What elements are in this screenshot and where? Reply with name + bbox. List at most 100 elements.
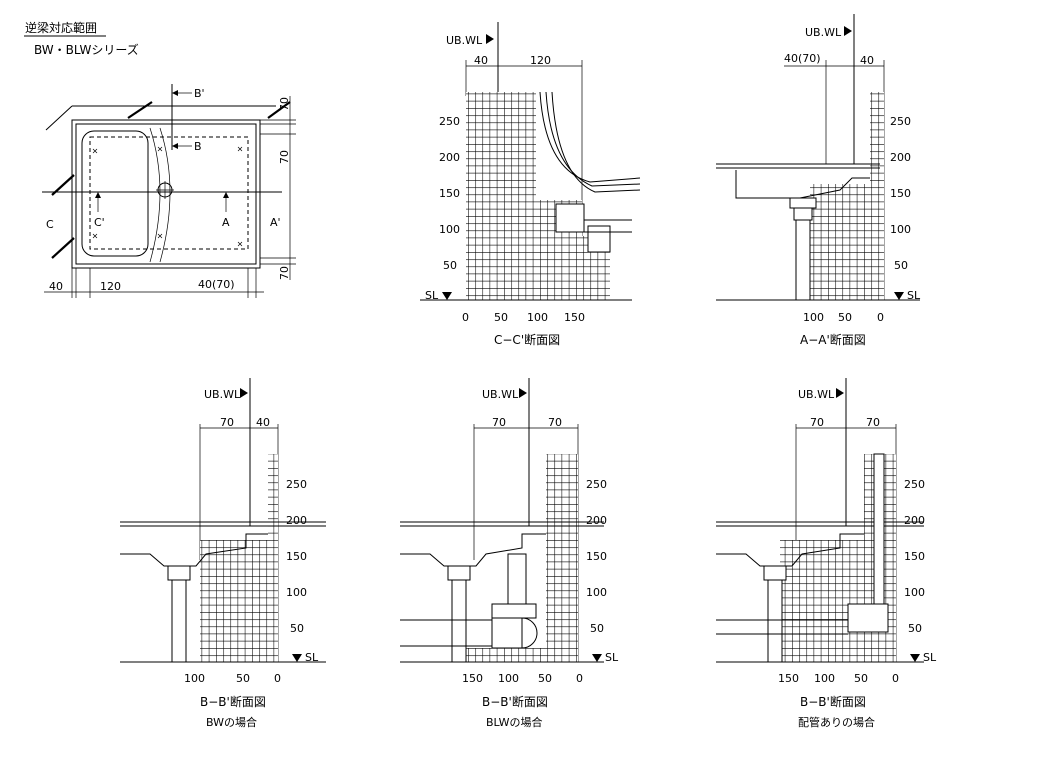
pipe-dim-right: 70: [866, 416, 880, 429]
aa-x-tick-50: 50: [838, 311, 852, 324]
cc-dim-left: 40: [474, 54, 488, 67]
pipe-x-tick-0: 0: [892, 672, 899, 685]
pipe-x-tick-50: 50: [854, 672, 868, 685]
blw-y-tick-50: 50: [590, 622, 604, 635]
pipe-x-tick-100: 100: [814, 672, 835, 685]
subtitle: BW・BLWシリーズ: [34, 42, 139, 57]
bw-marker: UB.WL: [204, 388, 241, 401]
blw-y-tick-250: 250: [586, 478, 607, 491]
bw-x-tick-50: 50: [236, 672, 250, 685]
pipe-y-tick-150: 150: [904, 550, 925, 563]
bw-x-tick-0: 0: [274, 672, 281, 685]
aa-dim-left: 40(70): [784, 52, 821, 65]
bw-dim-right: 40: [256, 416, 270, 429]
label-b-prime: B': [194, 87, 205, 100]
cc-caption: C−C'断面図: [494, 332, 560, 347]
bw-y-tick-200: 200: [286, 514, 307, 527]
pipe-y-tick-250: 250: [904, 478, 925, 491]
cc-x-tick-150: 150: [564, 311, 585, 324]
blw-y-tick-200: 200: [586, 514, 607, 527]
aa-y-tick-150: 150: [890, 187, 911, 200]
bw-dim-left: 70: [220, 416, 234, 429]
aa-y-tick-50: 50: [894, 259, 908, 272]
pipe-y-tick-50: 50: [908, 622, 922, 635]
pipe-dim-left: 70: [810, 416, 824, 429]
bathtub-outline: [81, 130, 149, 257]
bw-x-tick-100: 100: [184, 672, 205, 685]
section-bb-pipe: UB.WL 70 70 250 200 150 100 50 SL 150 10…: [716, 378, 937, 729]
blw-x-tick-0: 0: [576, 672, 583, 685]
dim-side-70: 70: [278, 150, 291, 164]
section-bb-bw: UB.WL 70 40 250 200 150 100 50 SL 100 50…: [120, 378, 326, 729]
cc-marker: UB.WL: [446, 34, 483, 47]
aa-dim-right: 40: [860, 54, 874, 67]
bw-caption2: BWの場合: [206, 715, 257, 729]
cc-y-tick-50: 50: [443, 259, 457, 272]
dim-40-70: 40(70): [198, 278, 235, 291]
cc-x-tick-50: 50: [494, 311, 508, 324]
pipe-caption: B−B'断面図: [800, 694, 866, 709]
unit-outline: [71, 119, 261, 269]
aa-marker-arrow: [844, 26, 852, 36]
cc-y-tick-250: 250: [439, 115, 460, 128]
aa-caption: A−A'断面図: [800, 332, 866, 347]
blw-dim-right: 70: [548, 416, 562, 429]
title: 逆梁対応範囲: [25, 20, 97, 35]
dim-top-70: 70: [278, 97, 291, 111]
pipe-y-tick-200: 200: [904, 514, 925, 527]
blw-x-tick-150: 150: [462, 672, 483, 685]
label-a: A: [222, 216, 230, 229]
bw-y-tick-150: 150: [286, 550, 307, 563]
cc-y-tick-150: 150: [439, 187, 460, 200]
bw-y-tick-250: 250: [286, 478, 307, 491]
label-b: B: [194, 140, 202, 153]
cc-x-tick-100: 100: [527, 311, 548, 324]
aa-x-tick-0: 0: [877, 311, 884, 324]
aa-x-tick-100: 100: [803, 311, 824, 324]
aa-y-tick-200: 200: [890, 151, 911, 164]
bw-y-tick-100: 100: [286, 586, 307, 599]
blw-dim-left: 70: [492, 416, 506, 429]
aa-sl-arrow: [894, 292, 904, 300]
cc-sl-arrow: [442, 292, 452, 300]
blw-sl: SL: [605, 651, 619, 664]
blw-caption: B−B'断面図: [482, 694, 548, 709]
blw-x-tick-100: 100: [498, 672, 519, 685]
cc-x-tick-0: 0: [462, 311, 469, 324]
section-cc: UB.WL 40 120 250 200 150 100 50 SL 0 50 …: [420, 22, 641, 347]
aa-y-tick-100: 100: [890, 223, 911, 236]
cc-marker-arrow: [486, 34, 494, 44]
blw-x-tick-50: 50: [538, 672, 552, 685]
pipe-x-tick-150: 150: [778, 672, 799, 685]
cc-tub-wall: [539, 91, 641, 183]
blw-y-tick-100: 100: [586, 586, 607, 599]
section-bb-blw: UB.WL 70 70 250 200 150 100 50 SL 150 10…: [400, 378, 619, 729]
section-aa: UB.WL 40(70) 40 250 200 150 100 50 SL 10…: [716, 14, 921, 347]
aa-marker: UB.WL: [805, 26, 842, 39]
pipe-y-tick-100: 100: [904, 586, 925, 599]
dim-bottom-70: 70: [278, 266, 291, 280]
cc-grid-column: [466, 92, 536, 300]
cc-dim-right: 120: [530, 54, 551, 67]
dim-120: 120: [100, 280, 121, 293]
cc-y-tick-100: 100: [439, 223, 460, 236]
cc-sl: SL: [425, 289, 439, 302]
cc-y-tick-200: 200: [439, 151, 460, 164]
label-a-prime: A': [270, 216, 281, 229]
aa-sl: SL: [907, 289, 921, 302]
label-c: C: [46, 218, 54, 231]
pipe-sl: SL: [923, 651, 937, 664]
blw-y-tick-150: 150: [586, 550, 607, 563]
bw-caption: B−B'断面図: [200, 694, 266, 709]
bw-y-tick-50: 50: [290, 622, 304, 635]
dim-40: 40: [49, 280, 63, 293]
aa-grid-column: [870, 92, 884, 300]
plan-view: B' B C C' A A' 70 70 70 40 120 40(70): [42, 84, 296, 298]
blw-marker: UB.WL: [482, 388, 519, 401]
pipe-marker: UB.WL: [798, 388, 835, 401]
pipe-caption2: 配管ありの場合: [798, 715, 875, 729]
aa-y-tick-250: 250: [890, 115, 911, 128]
range-dashed: [89, 136, 249, 250]
blw-caption2: BLWの場合: [486, 715, 543, 729]
